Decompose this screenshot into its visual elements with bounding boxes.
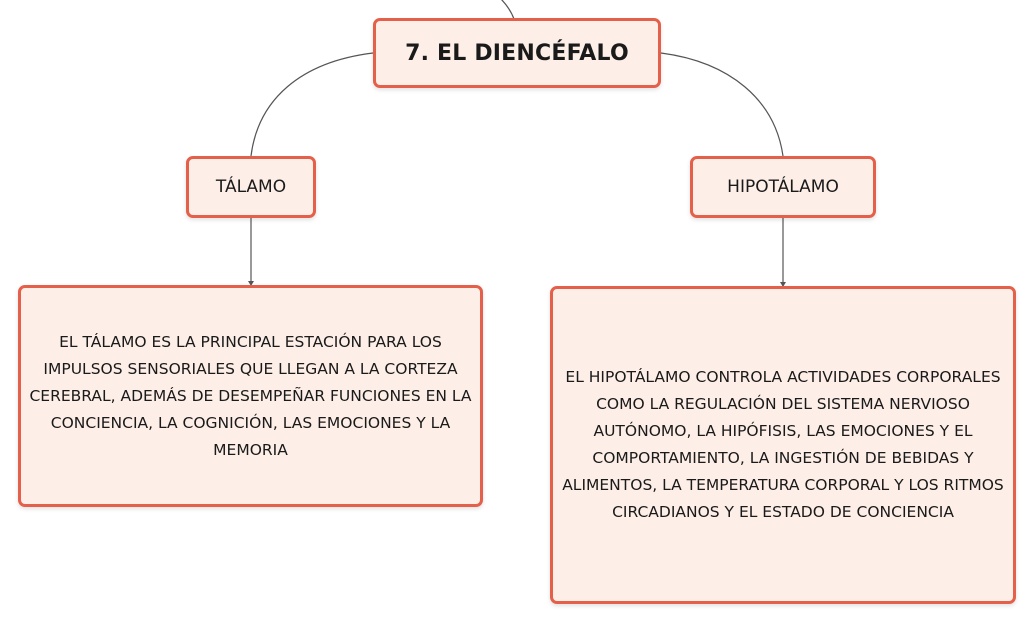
description-hipotalamo-text: EL HIPOTÁLAMO CONTROLA ACTIVIDADES CORPO… <box>562 368 1004 521</box>
branch-node-hipotalamo-label: HIPOTÁLAMO <box>727 177 839 197</box>
description-node-hipotalamo[interactable]: EL HIPOTÁLAMO CONTROLA ACTIVIDADES CORPO… <box>550 286 1016 604</box>
connector-root-to-talamo <box>250 52 374 157</box>
branch-node-hipotalamo[interactable]: HIPOTÁLAMO <box>690 156 876 218</box>
description-talamo-text: EL TÁLAMO ES LA PRINCIPAL ESTACIÓN PARA … <box>29 332 472 459</box>
arrowhead-hipotalamo-icon <box>780 282 786 287</box>
root-node-label: 7. EL DIENCÉFALO <box>405 40 629 66</box>
description-node-talamo[interactable]: EL TÁLAMO ES LA PRINCIPAL ESTACIÓN PARA … <box>18 285 483 507</box>
branch-node-talamo-label: TÁLAMO <box>215 177 287 197</box>
branch-node-talamo[interactable]: TÁLAMO <box>186 156 316 218</box>
root-node[interactable]: 7. EL DIENCÉFALO <box>373 18 661 88</box>
connector-root-to-hipotalamo <box>660 52 784 157</box>
connector-parent-to-root <box>501 0 515 20</box>
arrowhead-talamo-icon <box>248 281 254 286</box>
